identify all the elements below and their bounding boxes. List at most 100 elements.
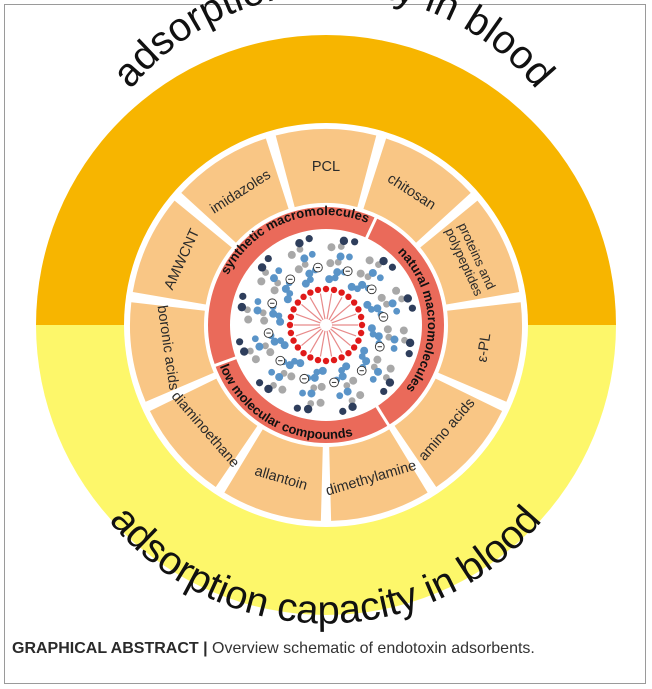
polymer-bead xyxy=(392,286,401,295)
polymer-bead xyxy=(283,295,292,304)
polymer-bead xyxy=(403,294,412,303)
polymer-bead xyxy=(349,376,358,385)
polymer-bead xyxy=(339,407,347,415)
polymer-bead xyxy=(316,398,325,407)
adsorbent-tile: PCL xyxy=(275,128,377,208)
polymer-bead xyxy=(270,286,279,295)
lipid-head xyxy=(300,349,307,357)
polymer-bead xyxy=(305,269,314,278)
adsorbent-label: ε-PL xyxy=(474,332,494,363)
polymer-bead xyxy=(270,337,279,346)
lipid-tail xyxy=(319,330,326,357)
polymer-bead xyxy=(385,378,395,387)
polymer-bead xyxy=(373,355,382,364)
polymer-bead xyxy=(255,342,264,351)
lipid-head xyxy=(322,285,330,293)
category-divider xyxy=(364,215,379,240)
polymer-bead xyxy=(296,245,304,253)
lipid-head xyxy=(314,356,322,364)
polymer-bead xyxy=(338,366,346,374)
polymer-bead xyxy=(275,312,283,320)
polymer-bead xyxy=(257,263,267,272)
polymer-bead xyxy=(269,274,278,283)
polymer-bead xyxy=(373,304,382,313)
polymer-bead xyxy=(388,263,397,271)
polymer-bead xyxy=(299,389,306,397)
lipid-head xyxy=(330,286,338,294)
lipid-head xyxy=(287,329,295,337)
lipid-head xyxy=(286,321,294,329)
polymer-bead xyxy=(383,300,390,308)
polymer-bead xyxy=(374,332,383,341)
polymer-bead xyxy=(281,284,290,293)
polymer-bead xyxy=(380,387,388,396)
polymer-bead xyxy=(255,379,264,387)
polymer-bead xyxy=(346,253,353,261)
lipid-head xyxy=(338,289,345,296)
category-divider xyxy=(375,404,391,428)
polymer-bead xyxy=(331,274,339,282)
polymer-bead xyxy=(308,250,316,258)
polymer-bead xyxy=(310,373,319,382)
polymer-bead xyxy=(358,280,367,289)
polymer-bead xyxy=(383,325,392,334)
adsorbent-label-line: ε-PL xyxy=(474,332,494,363)
micelle-background xyxy=(230,229,422,421)
polymer-bead xyxy=(351,238,359,246)
lipid-tail xyxy=(326,330,333,357)
polymer-bead xyxy=(285,361,294,370)
polymer-bead xyxy=(408,304,416,312)
adsorbent-tile: ε-PL xyxy=(438,302,522,402)
lipid-head xyxy=(355,306,362,313)
micelle-illustration xyxy=(236,235,416,415)
polymer-bead xyxy=(360,346,369,355)
adsorbent-tile-shape xyxy=(329,429,428,521)
polymer-bead xyxy=(365,256,374,265)
adsorbent-tile-shape xyxy=(132,200,232,305)
lipid-head xyxy=(290,306,297,313)
lipid-tail xyxy=(331,313,357,324)
polymer-bead xyxy=(405,338,415,348)
lipid-tail xyxy=(328,296,343,321)
polymer-bead xyxy=(244,315,253,324)
adsorbent-tile: AMWCNT xyxy=(132,200,232,305)
lipid-head xyxy=(358,321,366,329)
figure-caption: GRAPHICAL ABSTRACT | Overview schematic … xyxy=(12,640,642,680)
polymer-bead xyxy=(362,357,371,366)
adsorbent-tile-shape xyxy=(420,200,520,305)
lipid-head xyxy=(307,289,314,296)
polymer-bead xyxy=(379,256,388,266)
caption-label: GRAPHICAL ABSTRACT | xyxy=(12,640,208,657)
adsorbent-tile: boronic acids xyxy=(130,302,214,402)
polymer-bead xyxy=(257,277,266,286)
lipid-head xyxy=(345,293,352,301)
polymer-bead xyxy=(327,243,336,252)
lipid-head xyxy=(300,293,307,301)
polymer-bead xyxy=(275,267,283,275)
polymer-bead xyxy=(293,404,301,412)
polymer-bead xyxy=(307,389,316,398)
polymer-bead xyxy=(240,347,249,356)
polymer-bead xyxy=(287,372,296,381)
polymer-bead xyxy=(303,404,313,414)
polymer-bead xyxy=(405,350,413,358)
polymer-bead xyxy=(268,368,276,376)
polymer-bead xyxy=(253,306,262,315)
lipid-tail xyxy=(328,329,343,354)
polymer-bead xyxy=(262,342,269,350)
adsorbent-tile: dimethylamine xyxy=(324,429,428,521)
polymer-bead xyxy=(367,324,376,333)
polymer-bead xyxy=(269,309,278,318)
polymer-bead xyxy=(356,269,365,278)
polymer-bead xyxy=(368,268,377,277)
adsorbent-overview-diagram: adsorption affinity in blood adsorption … xyxy=(36,0,616,633)
polymer-bead xyxy=(246,347,254,355)
polymer-bead xyxy=(393,307,401,315)
polymer-bead xyxy=(294,265,303,274)
polymer-bead xyxy=(266,348,275,357)
caption-text: Overview schematic of endotoxin adsorben… xyxy=(207,640,535,657)
polymer-bead xyxy=(369,375,377,383)
polymer-bead xyxy=(399,326,408,335)
polymer-bead xyxy=(390,345,398,352)
adsorbent-tile-shape xyxy=(275,128,377,208)
